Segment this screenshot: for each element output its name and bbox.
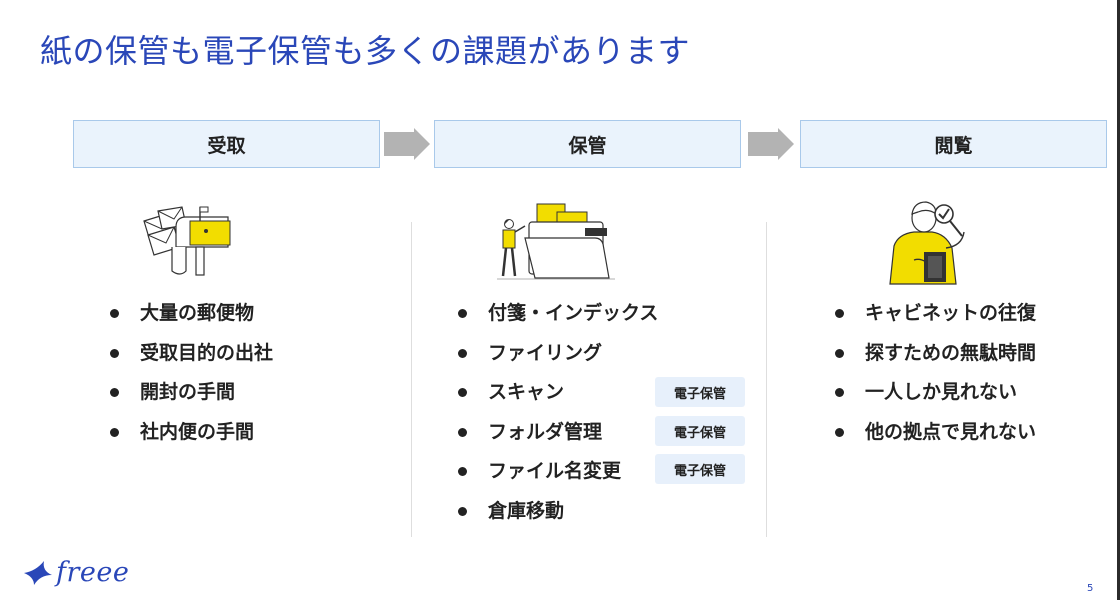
stage-receive-label: 受取 [207, 134, 246, 157]
column-divider [411, 222, 412, 537]
list-item: ファイル名変更 [458, 459, 658, 499]
freee-logo: freee [22, 550, 152, 594]
list-item: 開封の手間 [110, 380, 273, 420]
search-illustration [889, 201, 965, 285]
filing-illustration [497, 203, 615, 280]
view-issue-list: キャビネットの往復 探すための無駄時間 一人しか見れない 他の拠点で見れない [835, 301, 1036, 459]
bird-logo-icon [24, 561, 52, 585]
electronic-storage-badge: 電子保管 [655, 416, 745, 446]
arrow-right-icon [748, 128, 794, 160]
list-item: 探すための無駄時間 [835, 341, 1036, 381]
slide-title: 紙の保管も電子保管も多くの課題があります [40, 32, 691, 70]
list-item: 付箋・インデックス [458, 301, 658, 341]
page-number: 5 [1087, 583, 1094, 594]
stage-view-label: 閲覧 [934, 134, 973, 157]
slide-right-edge [1117, 0, 1120, 600]
list-item: キャビネットの往復 [835, 301, 1036, 341]
stage-storage-label: 保管 [568, 134, 607, 157]
badge-label: 電子保管 [673, 425, 726, 441]
list-item: 受取目的の出社 [110, 341, 273, 381]
stage-receive: 受取 [73, 120, 380, 168]
arrow-right-icon [384, 128, 430, 160]
list-item: 大量の郵便物 [110, 301, 273, 341]
list-item: 他の拠点で見れない [835, 420, 1036, 460]
stage-view: 閲覧 [800, 120, 1107, 168]
list-item: 一人しか見れない [835, 380, 1036, 420]
list-item: スキャン [458, 380, 658, 420]
electronic-storage-badge: 電子保管 [655, 377, 745, 407]
badge-label: 電子保管 [673, 386, 726, 402]
electronic-storage-badge: 電子保管 [655, 454, 745, 484]
list-item: ファイリング [458, 341, 658, 381]
receive-issue-list: 大量の郵便物 受取目的の出社 開封の手間 社内便の手間 [110, 301, 273, 459]
badge-label: 電子保管 [673, 463, 726, 479]
mailbox-illustration [143, 206, 231, 276]
list-item: 倉庫移動 [458, 499, 658, 539]
list-item: 社内便の手間 [110, 420, 273, 460]
column-divider [766, 222, 767, 537]
storage-issue-list: 付箋・インデックス ファイリング スキャン フォルダ管理 ファイル名変更 倉庫移… [458, 301, 658, 538]
logo-text: freee [56, 556, 130, 588]
stage-storage: 保管 [434, 120, 741, 168]
list-item: フォルダ管理 [458, 420, 658, 460]
